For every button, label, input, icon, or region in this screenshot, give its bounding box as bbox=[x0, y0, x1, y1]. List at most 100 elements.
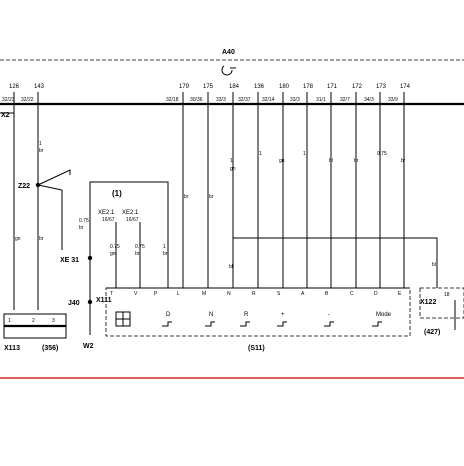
switch-position-label: N bbox=[209, 312, 213, 318]
wire-labels-left: 1 br gn br bbox=[15, 141, 44, 242]
wire-color: gn bbox=[110, 251, 116, 257]
pin-code: 34/3 bbox=[364, 97, 374, 103]
wire-gauge: 0.75 bbox=[377, 151, 387, 157]
right-block-pin: 18 bbox=[444, 292, 450, 298]
switch-contact-icon bbox=[324, 321, 334, 327]
connector-pin-letter: T bbox=[110, 291, 113, 297]
junction-z22: Z22 bbox=[18, 169, 71, 250]
switch-contact-icon bbox=[372, 321, 382, 327]
pin-code: 32/22 bbox=[21, 97, 34, 103]
switch-position-label: R bbox=[244, 312, 249, 318]
switch-contact-icon bbox=[240, 321, 250, 327]
connector-pin-letter: A bbox=[301, 291, 305, 297]
wire-color: br bbox=[209, 194, 214, 200]
wire-color: bl bbox=[432, 262, 436, 268]
pin-number: 180 bbox=[279, 84, 290, 90]
cross-wire: bl bl bbox=[229, 237, 438, 288]
left-block-x113: 1 2 3 X113 (356) bbox=[3, 313, 67, 352]
connector-pin-letter: E bbox=[398, 291, 402, 297]
xe21b-sub: 16/67 bbox=[126, 217, 139, 223]
wire-gauge: 1 bbox=[230, 158, 233, 164]
wire-color: gn bbox=[279, 158, 285, 164]
right-block-outline bbox=[419, 287, 464, 319]
right-pin-numbers: 179 175 184 136 180 178 171 172 173 174 … bbox=[166, 84, 411, 103]
left-block-connector: X113 bbox=[4, 345, 20, 352]
wire-color: br bbox=[39, 236, 44, 242]
pin-number: 136 bbox=[254, 84, 265, 90]
wire-color: br bbox=[163, 251, 168, 257]
j40-label: J40 bbox=[68, 300, 80, 307]
junction-z22-label: Z22 bbox=[18, 183, 30, 190]
note-label: (1) bbox=[112, 189, 122, 198]
junction-xe21: (1) 0.75 br XE2.1 XE2.1 16/67 16/67 0.75… bbox=[79, 181, 169, 288]
wire-color: bl bbox=[329, 158, 333, 164]
switch-box-icon bbox=[115, 311, 131, 327]
pin-code: 33/9 bbox=[388, 97, 398, 103]
pin-number: 184 bbox=[229, 84, 240, 90]
switch-block-outline bbox=[105, 287, 411, 337]
pin-number: 173 bbox=[376, 84, 387, 90]
pin-code: 32/37 bbox=[238, 97, 251, 103]
connector-pin-letter: R bbox=[252, 291, 256, 297]
wire-labels-right: br br 1 gn 1 gn 1 bl br 0.75 br bbox=[184, 151, 406, 200]
pin-number: 174 bbox=[400, 84, 411, 90]
wire-color: gn bbox=[230, 166, 236, 172]
wire-gauge: 1 bbox=[163, 244, 166, 250]
bus-x2-label: X2 bbox=[1, 112, 10, 119]
pin-number: 143 bbox=[34, 84, 45, 90]
wire-gauge: 1 bbox=[303, 151, 306, 157]
connector-pin-letter: M bbox=[202, 291, 206, 297]
connector-pin-letter: C bbox=[350, 291, 354, 297]
wire-color: br bbox=[79, 225, 84, 231]
xe31-label: XE 31 bbox=[60, 257, 79, 264]
junction-dot bbox=[87, 299, 93, 305]
connector-pin-letter: L bbox=[177, 291, 180, 297]
wire-color: br bbox=[135, 251, 140, 257]
module-label: A40 bbox=[222, 49, 235, 56]
pin-code: 32/23 bbox=[2, 97, 15, 103]
contact-label: 1 bbox=[8, 318, 11, 324]
bracket-line bbox=[89, 181, 169, 288]
wire-gauge: 0.75 bbox=[135, 244, 145, 250]
right-block-connector: X122 bbox=[420, 299, 436, 306]
pin-number: 172 bbox=[352, 84, 363, 90]
connector-pin-letter: S bbox=[277, 291, 281, 297]
bus-connector-x2: X2 bbox=[0, 102, 464, 119]
pin-code: 33/3 bbox=[216, 97, 226, 103]
pin-code: 31/1 bbox=[316, 97, 326, 103]
junctions-lower-left: XE 31 J40 W2 bbox=[60, 228, 94, 350]
ground-symbol-icon bbox=[221, 65, 236, 76]
wire-gauge: 0.75 bbox=[110, 244, 120, 250]
xe21b-label: XE2.1 bbox=[122, 210, 139, 216]
switch-contact-icon bbox=[277, 321, 287, 327]
pin-code: 33/3 bbox=[290, 97, 300, 103]
pin-number: 171 bbox=[327, 84, 338, 90]
wire-gauge: 0.75 bbox=[79, 218, 89, 224]
left-pin-numbers: 126 143 32/23 32/22 bbox=[2, 84, 45, 103]
pin-number: 179 bbox=[179, 84, 190, 90]
switch-position-label: D bbox=[166, 312, 171, 318]
ground-w2-label: W2 bbox=[83, 343, 94, 350]
pin-number: 126 bbox=[9, 84, 20, 90]
switch-connector-label: X111 bbox=[96, 297, 112, 304]
switch-position-label: - bbox=[328, 312, 330, 318]
xe21a-label: XE2.1 bbox=[98, 210, 115, 216]
switch-ref-label: (S11) bbox=[248, 345, 265, 352]
contact-label: 2 bbox=[32, 318, 35, 324]
wire-color: br bbox=[401, 158, 406, 164]
contact-label: 3 bbox=[52, 318, 55, 324]
pin-code: 32/7 bbox=[340, 97, 350, 103]
module-a40-header: A40 bbox=[0, 49, 464, 76]
wire-color: br bbox=[184, 194, 189, 200]
connector-pin-letter: N bbox=[227, 291, 231, 297]
connector-pin-letter: D bbox=[374, 291, 378, 297]
pin-number: 178 bbox=[303, 84, 314, 90]
pin-code: 32/18 bbox=[166, 97, 179, 103]
wire-gauge: 1 bbox=[259, 151, 262, 157]
vertical-wires bbox=[13, 92, 405, 310]
pin-code: 32/14 bbox=[262, 97, 275, 103]
switch-contact-icon bbox=[205, 321, 215, 327]
wire-gauge: 1 bbox=[39, 141, 42, 147]
